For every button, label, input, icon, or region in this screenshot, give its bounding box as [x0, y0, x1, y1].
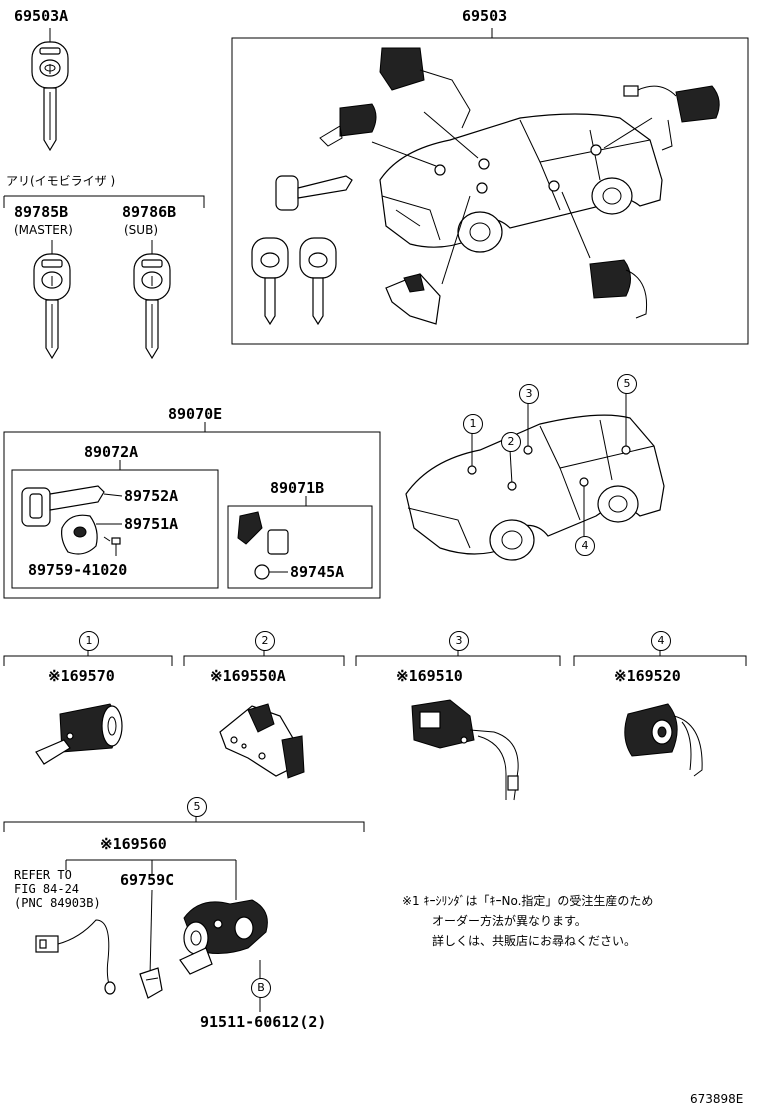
sub-key-illustration [133, 253, 171, 360]
note-line-1: ※1 ｷｰｼﾘﾝﾀﾞは「ｷｰNo.指定」の受注生産のため [402, 894, 654, 908]
callout-3: 3 [519, 384, 539, 404]
part-number-89785b: 89785B [14, 203, 69, 221]
callout-2: 2 [501, 432, 521, 452]
part-number-69503: 69503 [462, 7, 508, 25]
section-3-number: 3 [449, 631, 469, 651]
part-number-89786b: 89786B [122, 203, 177, 221]
part-connector-illustration [35, 919, 116, 995]
part-number-89745a: 89745A [290, 563, 345, 581]
part-69759c-illustration [139, 967, 163, 999]
kit-89070e-box [3, 422, 381, 599]
section-2-number: 2 [255, 631, 275, 651]
master-key-illustration [33, 253, 71, 360]
section-1-number: 1 [79, 631, 99, 651]
set-69503-box [231, 28, 749, 345]
part-number-89070e: 89070E [168, 405, 223, 423]
part-169510-illustration [411, 699, 519, 801]
bolt-tag-b: B [251, 978, 271, 998]
part-number-91511-60612: 91511-60612(2) [200, 1013, 327, 1031]
part-number-89071b: 89071B [270, 479, 325, 497]
refer-line-2: FIG 84-24 [14, 882, 80, 896]
part-number-69503a: 69503A [14, 7, 69, 25]
section-1-part: ※169570 [48, 667, 115, 685]
callout-4: 4 [575, 536, 595, 556]
refer-line-1: REFER TO [14, 868, 72, 882]
part-169520-illustration [624, 703, 703, 777]
immobilizer-bracket [3, 195, 205, 256]
locator-car-illustration [405, 392, 665, 561]
part-169560-illustration [179, 899, 268, 975]
section-3-part: ※169510 [396, 667, 463, 685]
diagram-id: 673898E [690, 1092, 744, 1106]
part-169550a-illustration [219, 703, 305, 779]
part-number-89072a: 89072A [84, 443, 139, 461]
part-number-89751a: 89751A [124, 515, 179, 533]
part-number-69759c: 69759C [120, 871, 175, 889]
immobilizer-label: アリ(イモビライザ ) [6, 174, 116, 188]
note-line-2: オーダー方法が異なります。 [432, 914, 587, 928]
section-4-number: 4 [651, 631, 671, 651]
section-brackets [3, 650, 747, 832]
section5-leader-lines [65, 859, 261, 1012]
refer-line-3: (PNC 84903B) [14, 896, 101, 910]
callout-1: 1 [463, 414, 483, 434]
section-5-part: ※169560 [100, 835, 167, 853]
part-number-89752a: 89752A [124, 487, 179, 505]
note-line-3: 詳しくは、共販店にお尋ねください。 [432, 934, 637, 948]
part-169570-illustration [35, 703, 123, 765]
callout-5: 5 [617, 374, 637, 394]
part-number-89759-41020: 89759-41020 [28, 561, 128, 579]
section-4-part: ※169520 [614, 667, 681, 685]
key-69503a-illustration [31, 28, 69, 152]
master-key-caption: (MASTER) [14, 223, 73, 237]
section-5-number: 5 [187, 797, 207, 817]
sub-key-caption: (SUB) [124, 223, 158, 237]
section-2-part: ※169550A [210, 667, 286, 685]
